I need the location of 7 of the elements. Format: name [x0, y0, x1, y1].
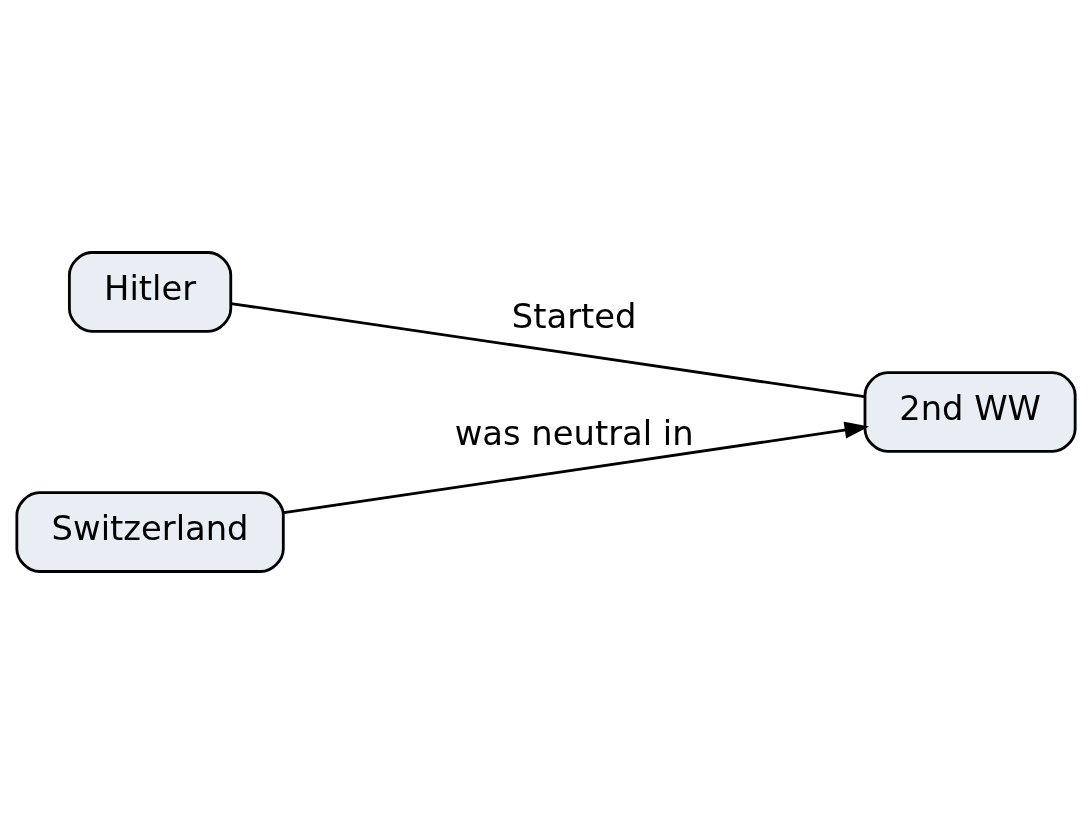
edge-label: was neutral in [454, 413, 694, 453]
arrow [283, 421, 869, 515]
edge-label: Started [511, 297, 637, 337]
node-box: 2nd WW [863, 371, 1077, 453]
node-box: Switzerland [15, 491, 285, 573]
node-box: Hitler [68, 251, 233, 333]
connector [230, 302, 865, 399]
